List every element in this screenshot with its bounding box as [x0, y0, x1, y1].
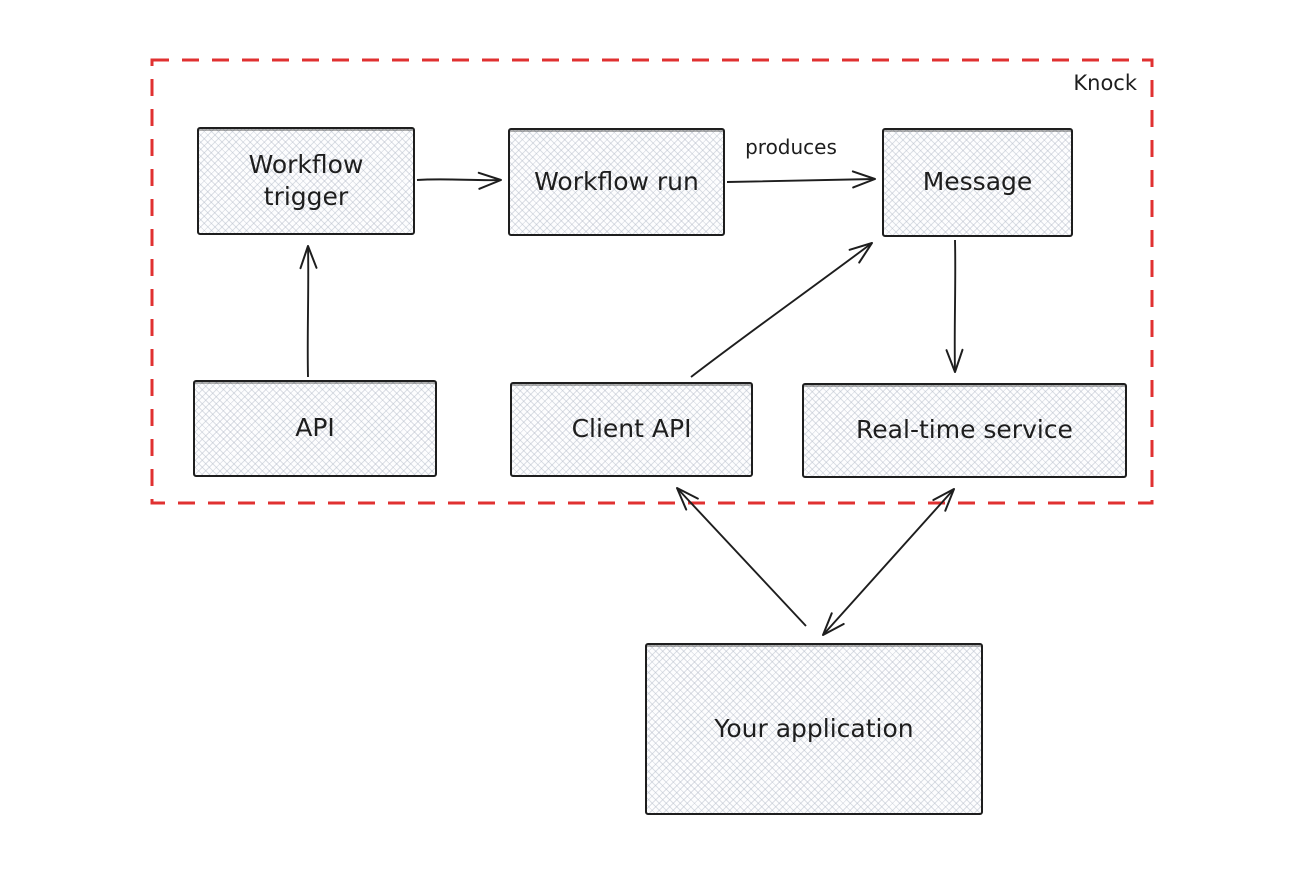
node-workflow-trigger: Workflow trigger [197, 127, 415, 235]
edge-label-produces: produces [726, 135, 856, 159]
node-workflow-trigger-label: Workflow trigger [248, 149, 364, 212]
node-client-api-label: Client API [571, 414, 692, 444]
node-client-api: Client API [510, 382, 753, 477]
arrow-api-to-trigger [299, 244, 318, 378]
node-workflow-run-label: Workflow run [534, 166, 699, 196]
arrow-trigger-to-run [416, 171, 502, 190]
arrow-app-to-clientapi [676, 487, 807, 627]
arrow-message-to-realtime [945, 239, 964, 373]
arrow-app-to-realtime [822, 488, 955, 636]
node-api-label: API [295, 413, 335, 443]
knock-boundary-label: Knock [1073, 71, 1137, 95]
node-message-label: Message [922, 167, 1033, 197]
node-api: API [193, 380, 437, 477]
arrow-clientapi-to-message [690, 242, 873, 378]
node-realtime-service-label: Real-time service [856, 415, 1073, 445]
node-your-application: Your application [645, 643, 983, 815]
node-workflow-run: Workflow run [508, 128, 725, 236]
node-your-application-label: Your application [714, 713, 914, 743]
arrow-run-to-message [726, 170, 876, 189]
node-message: Message [882, 128, 1073, 237]
node-realtime-service: Real-time service [802, 383, 1127, 478]
